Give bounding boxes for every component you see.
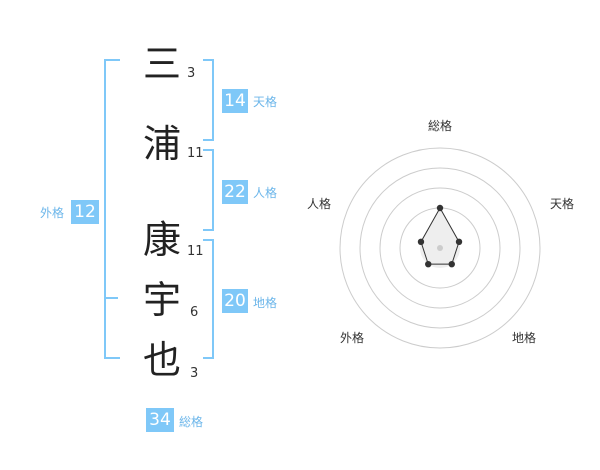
gaikaku-value: 12 xyxy=(71,200,99,224)
tenkaku-value: 14 xyxy=(222,89,248,113)
name-char-5: 也 xyxy=(142,338,181,382)
jinkaku-value: 22 xyxy=(222,180,248,204)
radar-point-5 xyxy=(417,238,425,246)
name-char-4: 宇 xyxy=(142,278,181,322)
radar-point-1 xyxy=(436,204,444,212)
radar-point-2 xyxy=(455,238,463,246)
chikaku-label: 地格 xyxy=(253,296,278,310)
radar-axis-label-1: 総格 xyxy=(428,118,452,133)
tenkaku-label: 天格 xyxy=(253,95,278,109)
stroke-count-1: 3 xyxy=(187,66,196,81)
radar-ring-4 xyxy=(339,147,541,349)
stroke-count-5: 3 xyxy=(190,366,199,381)
radar-point-4 xyxy=(425,260,432,268)
radar-center-point xyxy=(437,245,443,251)
radar-point-3 xyxy=(448,260,455,268)
soukaku-label: 総格 xyxy=(179,415,204,429)
radar-axis-label-3: 地格 xyxy=(512,330,536,345)
radar-ring-2 xyxy=(379,187,501,309)
radar-axis-label-2: 天格 xyxy=(550,196,574,211)
stroke-count-2: 11 xyxy=(187,146,204,161)
radar-ring-3 xyxy=(359,167,521,329)
jinkaku-label: 人格 xyxy=(253,186,278,200)
gaikaku-label: 外格 xyxy=(40,206,65,220)
radar-axis-label-5: 人格 xyxy=(307,196,331,211)
soukaku-value: 34 xyxy=(146,408,174,432)
stroke-count-3: 11 xyxy=(187,244,204,259)
radar-series-polygon xyxy=(420,206,460,265)
chikaku-value: 20 xyxy=(222,289,248,313)
stroke-count-4: 6 xyxy=(190,305,199,320)
name-char-2: 浦 xyxy=(142,122,181,166)
name-char-1: 三 xyxy=(142,42,181,86)
radar-axis-label-4: 外格 xyxy=(340,330,364,345)
name-char-3: 康 xyxy=(142,218,181,262)
